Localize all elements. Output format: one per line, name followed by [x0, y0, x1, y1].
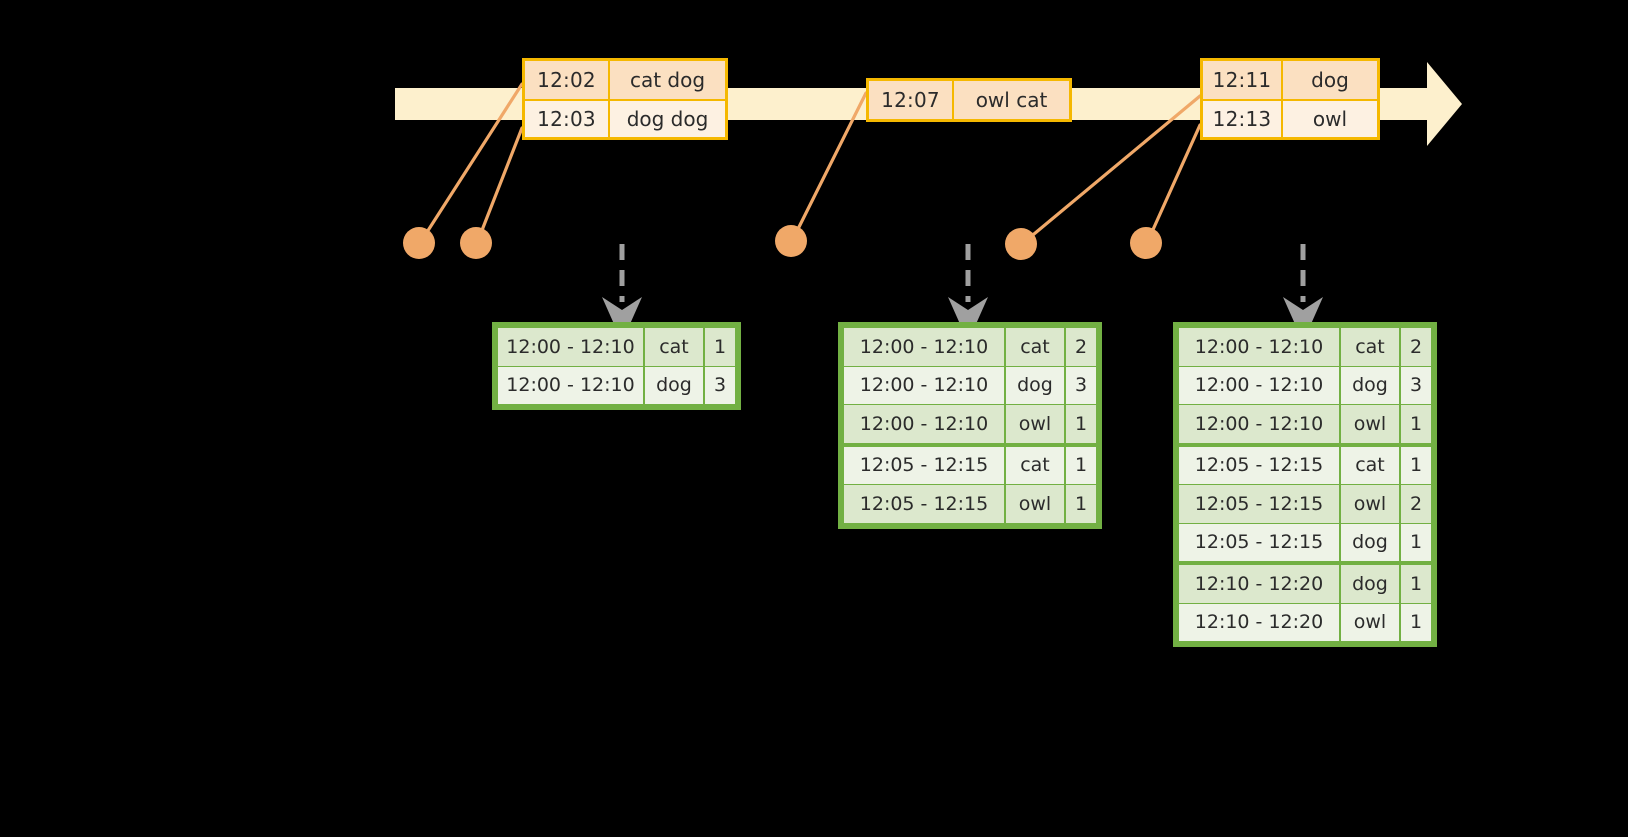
event-time: 12:07 [869, 81, 954, 119]
event-time: 12:11 [1203, 61, 1283, 99]
count-cell: 1 [1401, 446, 1431, 484]
key-cell: owl [1006, 405, 1064, 443]
window-cell: 12:05 - 12:15 [844, 485, 1004, 523]
connector-dots [403, 225, 1162, 260]
key-cell: owl [1341, 603, 1399, 641]
window-cell: 12:05 - 12:15 [1179, 485, 1339, 523]
event-group-3[interactable]: 12:11 dog 12:13 owl [1200, 58, 1380, 140]
window-cell: 12:05 - 12:15 [1179, 446, 1339, 484]
event-row[interactable]: 12:02 cat dog [525, 61, 725, 99]
event-value: owl cat [975, 88, 1048, 112]
window-cell: 12:10 - 12:20 [1179, 603, 1339, 641]
key-cell: owl [1341, 405, 1399, 443]
dot-5 [1130, 227, 1162, 259]
event-time: 12:02 [525, 61, 610, 99]
window-cell: 12:05 - 12:15 [844, 446, 1004, 484]
key-cell: cat [645, 328, 703, 366]
key-cell: dog [1341, 366, 1399, 404]
window-cell: 12:00 - 12:10 [1179, 405, 1339, 443]
key-cell: dog [1341, 523, 1399, 561]
key-cell: owl [1006, 485, 1064, 523]
window-cell: 12:00 - 12:10 [1179, 328, 1339, 366]
count-cell: 2 [1401, 485, 1431, 523]
count-cell: 1 [1401, 603, 1431, 641]
event-row[interactable]: 12:11 dog [1203, 61, 1377, 99]
key-cell: dog [645, 366, 703, 404]
event-value: cat dog [629, 68, 706, 92]
window-cell: 12:10 - 12:20 [1179, 565, 1339, 603]
key-cell: dog [1341, 565, 1399, 603]
count-cell: 2 [1066, 328, 1096, 366]
count-cell: 1 [1401, 405, 1431, 443]
count-cell: 2 [1401, 328, 1431, 366]
count-cell: 1 [1401, 523, 1431, 561]
window-cell: 12:00 - 12:10 [1179, 366, 1339, 404]
count-cell: 1 [1066, 405, 1096, 443]
dot-3 [775, 225, 807, 257]
dashed-arrows [602, 244, 1323, 342]
event-time: 12:03 [525, 101, 610, 137]
event-row[interactable]: 12:07 owl cat [869, 81, 1069, 119]
key-cell: cat [1341, 328, 1399, 366]
event-value: owl [1312, 107, 1348, 131]
window-cell: 12:00 - 12:10 [498, 328, 643, 366]
window-cell: 12:05 - 12:15 [1179, 523, 1339, 561]
event-group-1[interactable]: 12:02 cat dog 12:03 dog dog [522, 58, 728, 140]
window-cell: 12:00 - 12:10 [844, 328, 1004, 366]
event-value: dog dog [626, 107, 709, 131]
event-time: 12:13 [1203, 101, 1283, 137]
event-row[interactable]: 12:03 dog dog [525, 99, 725, 137]
count-cell: 3 [705, 366, 735, 404]
key-cell: owl [1341, 485, 1399, 523]
count-cell: 3 [1401, 366, 1431, 404]
count-cell: 1 [1401, 565, 1431, 603]
dot-2 [460, 227, 492, 259]
key-cell: cat [1006, 446, 1064, 484]
window-cell: 12:00 - 12:10 [844, 366, 1004, 404]
event-value: dog [1311, 68, 1349, 92]
key-cell: cat [1341, 446, 1399, 484]
window-cell: 12:00 - 12:10 [844, 405, 1004, 443]
window-cell: 12:00 - 12:10 [498, 366, 643, 404]
count-cell: 1 [1066, 485, 1096, 523]
event-row[interactable]: 12:13 owl [1203, 99, 1377, 137]
count-cell: 1 [705, 328, 735, 366]
event-group-2[interactable]: 12:07 owl cat [866, 78, 1072, 122]
dot-1 [403, 227, 435, 259]
key-cell: dog [1006, 366, 1064, 404]
dot-4 [1005, 228, 1037, 260]
count-cell: 3 [1066, 366, 1096, 404]
key-cell: cat [1006, 328, 1064, 366]
count-cell: 1 [1066, 446, 1096, 484]
